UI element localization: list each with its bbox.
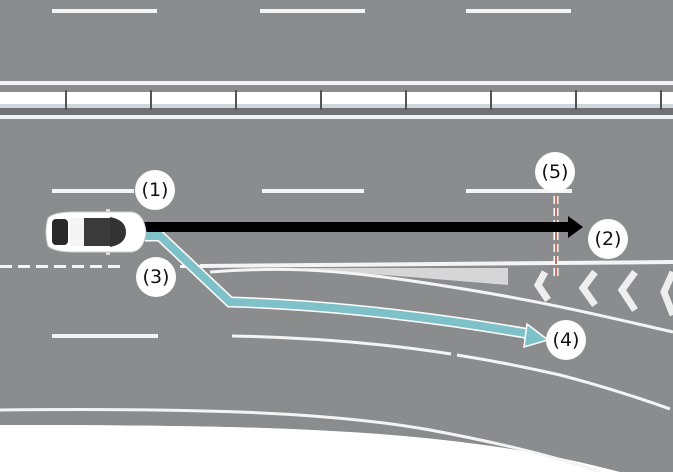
ego-vehicle [45, 209, 147, 255]
main-lane-edge [199, 260, 673, 268]
median-line-bottom [0, 115, 673, 119]
label-2: (2) [588, 219, 628, 259]
label-4: (4) [546, 320, 586, 360]
exit-lane-line-1 [231, 334, 673, 412]
exit-arrow-head [523, 322, 550, 349]
median-line-top [0, 81, 673, 85]
label-3: (3) [136, 257, 176, 297]
top-lane-dashes [52, 9, 571, 13]
chevron-markings [533, 269, 673, 317]
off-road-area [0, 425, 620, 472]
label-1: (1) [135, 170, 175, 210]
exit-ramp-edge [209, 267, 673, 334]
label-5: (5) [535, 152, 575, 192]
left-lane-dash [52, 334, 158, 338]
straight-arrow-head [568, 216, 583, 238]
outer-edge-line [0, 408, 601, 472]
gore-triangle [300, 268, 508, 285]
straight-path-arrow [143, 222, 571, 232]
guardrail-shadow [0, 104, 673, 108]
middle-lane-dashes [52, 189, 572, 193]
guardrail-posts [65, 90, 662, 110]
median-gap [0, 108, 673, 115]
